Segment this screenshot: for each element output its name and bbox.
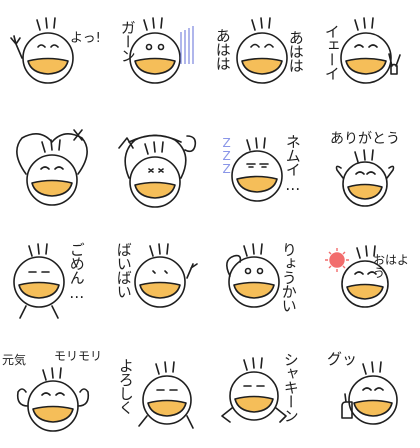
character-shakin bbox=[221, 357, 287, 423]
sticker-no[interactable] bbox=[105, 112, 210, 224]
sticker-ahaha[interactable]: あはは あはは bbox=[210, 0, 315, 112]
caption-ahaha-right: あはは bbox=[286, 30, 305, 72]
sticker-baibai[interactable]: ばいばい bbox=[105, 224, 210, 336]
sun-icon bbox=[325, 248, 349, 272]
sticker-shakin[interactable]: シャキーン bbox=[210, 336, 315, 448]
thumbs-up-icon bbox=[341, 393, 353, 419]
sticker-genki[interactable]: 元気 モリモリ bbox=[0, 336, 105, 448]
caption-genki-right: モリモリ bbox=[54, 349, 103, 363]
caption-genki-left: 元気 bbox=[2, 353, 27, 367]
character-ieei bbox=[340, 17, 401, 84]
character-yoroshiku bbox=[138, 361, 194, 429]
caption-nemui-zzz: ZZZ bbox=[219, 136, 234, 175]
character-gomen bbox=[13, 243, 65, 319]
sticker-ohayou[interactable]: おはよう bbox=[315, 224, 420, 336]
sticker-arigatou[interactable]: ありがとう bbox=[315, 112, 420, 224]
caption-arigatou: ありがとう bbox=[330, 131, 400, 147]
caption-ryoukai: りょうかい bbox=[279, 242, 298, 312]
character-gu bbox=[341, 361, 398, 425]
character-ok bbox=[16, 129, 88, 206]
caption-ieei: イェーイ bbox=[322, 24, 341, 80]
character-arigatou bbox=[335, 149, 395, 207]
caption-gu: グッ bbox=[327, 350, 358, 368]
caption-ohayou: おはよう bbox=[373, 253, 410, 280]
caption-baibai: ばいばい bbox=[114, 242, 133, 298]
character-genki bbox=[16, 367, 90, 432]
character-ohayou bbox=[325, 245, 389, 308]
character-baibai bbox=[134, 243, 198, 308]
sticker-ieei[interactable]: イェーイ bbox=[315, 0, 420, 112]
sticker-ok[interactable] bbox=[0, 112, 105, 224]
caption-yoroshiku: よろしく bbox=[116, 358, 135, 414]
sticker-ryoukai[interactable]: りょうかい bbox=[210, 224, 315, 336]
sticker-gu[interactable]: グッ bbox=[315, 336, 420, 448]
character-ahaha bbox=[236, 17, 288, 84]
character-gaan bbox=[129, 17, 194, 84]
sticker-yoroshiku[interactable]: よろしく bbox=[105, 336, 210, 448]
sticker-gaan[interactable]: ガーン bbox=[105, 0, 210, 112]
character-ryoukai bbox=[226, 243, 280, 308]
caption-gaan: ガーン bbox=[118, 20, 137, 62]
sticker-nemui[interactable]: ZZZ ネムイ… bbox=[210, 112, 315, 224]
character-no bbox=[118, 134, 197, 208]
caption-gomen: ごめん… bbox=[67, 242, 86, 301]
caption-shakin: シャキーン bbox=[281, 352, 300, 422]
caption-nemui: ネムイ… bbox=[283, 134, 302, 193]
caption-ahaha-left: あはは bbox=[213, 28, 232, 70]
caption-yo: よっ! bbox=[70, 31, 101, 46]
character-yo bbox=[10, 17, 74, 84]
sticker-gomen[interactable]: ごめん… bbox=[0, 224, 105, 336]
character-nemui bbox=[231, 137, 283, 202]
sticker-yo[interactable]: よっ! bbox=[0, 0, 105, 112]
